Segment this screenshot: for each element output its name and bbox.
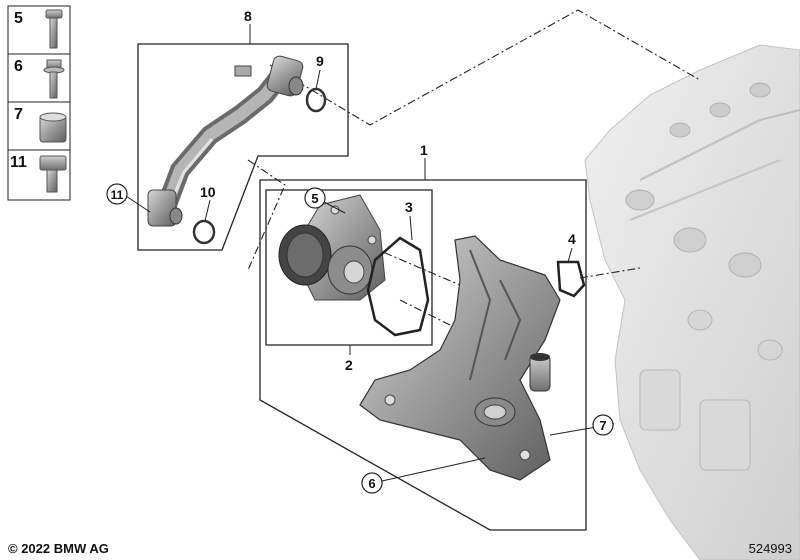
legend-number-6: 6	[14, 58, 23, 75]
frame-group-1	[259, 179, 587, 531]
callout-6: 6	[368, 476, 375, 491]
callout-7: 7	[599, 418, 606, 433]
legend-number-11: 11	[10, 154, 27, 171]
callout-10: 10	[200, 184, 216, 200]
callout-3: 3	[405, 199, 413, 215]
water-pump-illustration	[278, 194, 386, 301]
callout-circle-5	[304, 187, 326, 209]
leader-5	[323, 201, 346, 214]
leader-3	[409, 215, 413, 241]
diagram-reference-number: 524993	[748, 541, 792, 556]
copyright-text: © 2022 BMW AG	[8, 541, 109, 556]
pump-housing-illustration	[359, 235, 561, 481]
hex-flange-bolt-icon	[43, 59, 65, 99]
leader-10	[204, 199, 211, 222]
leader-4	[567, 247, 573, 263]
callout-circle-11	[106, 183, 128, 205]
leader-11	[125, 195, 151, 213]
callout-8: 8	[244, 8, 252, 24]
legend-number-7: 7	[14, 106, 23, 123]
callout-1: 1	[420, 142, 428, 158]
o-ring-10	[192, 219, 216, 245]
callout-4: 4	[568, 231, 576, 247]
legend-box	[7, 5, 71, 201]
coolant-pipe-illustration	[147, 55, 304, 227]
callout-circle-6	[361, 472, 383, 494]
callout-5: 5	[311, 191, 318, 206]
callout-circle-7	[592, 414, 614, 436]
gasket-3	[366, 236, 430, 337]
frame-group-2	[265, 189, 433, 346]
frame-group-8	[137, 43, 349, 251]
hex-bolt-icon	[39, 155, 67, 193]
seal-ring-4	[556, 260, 586, 298]
legend-number-5: 5	[14, 10, 23, 27]
assembly-line-pump-lower	[399, 299, 461, 331]
leader-6	[381, 457, 486, 482]
assembly-line-left	[247, 159, 286, 271]
assembly-line-housing	[579, 267, 641, 279]
dowel-sleeve-icon	[39, 112, 67, 143]
leader-9	[315, 69, 321, 90]
assembly-line-top	[269, 9, 701, 126]
callout-2: 2	[345, 357, 353, 373]
callout-11: 11	[111, 188, 124, 202]
callout-9: 9	[316, 53, 324, 69]
torx-bolt-icon	[45, 9, 63, 49]
engine-block-illustration	[584, 44, 800, 560]
